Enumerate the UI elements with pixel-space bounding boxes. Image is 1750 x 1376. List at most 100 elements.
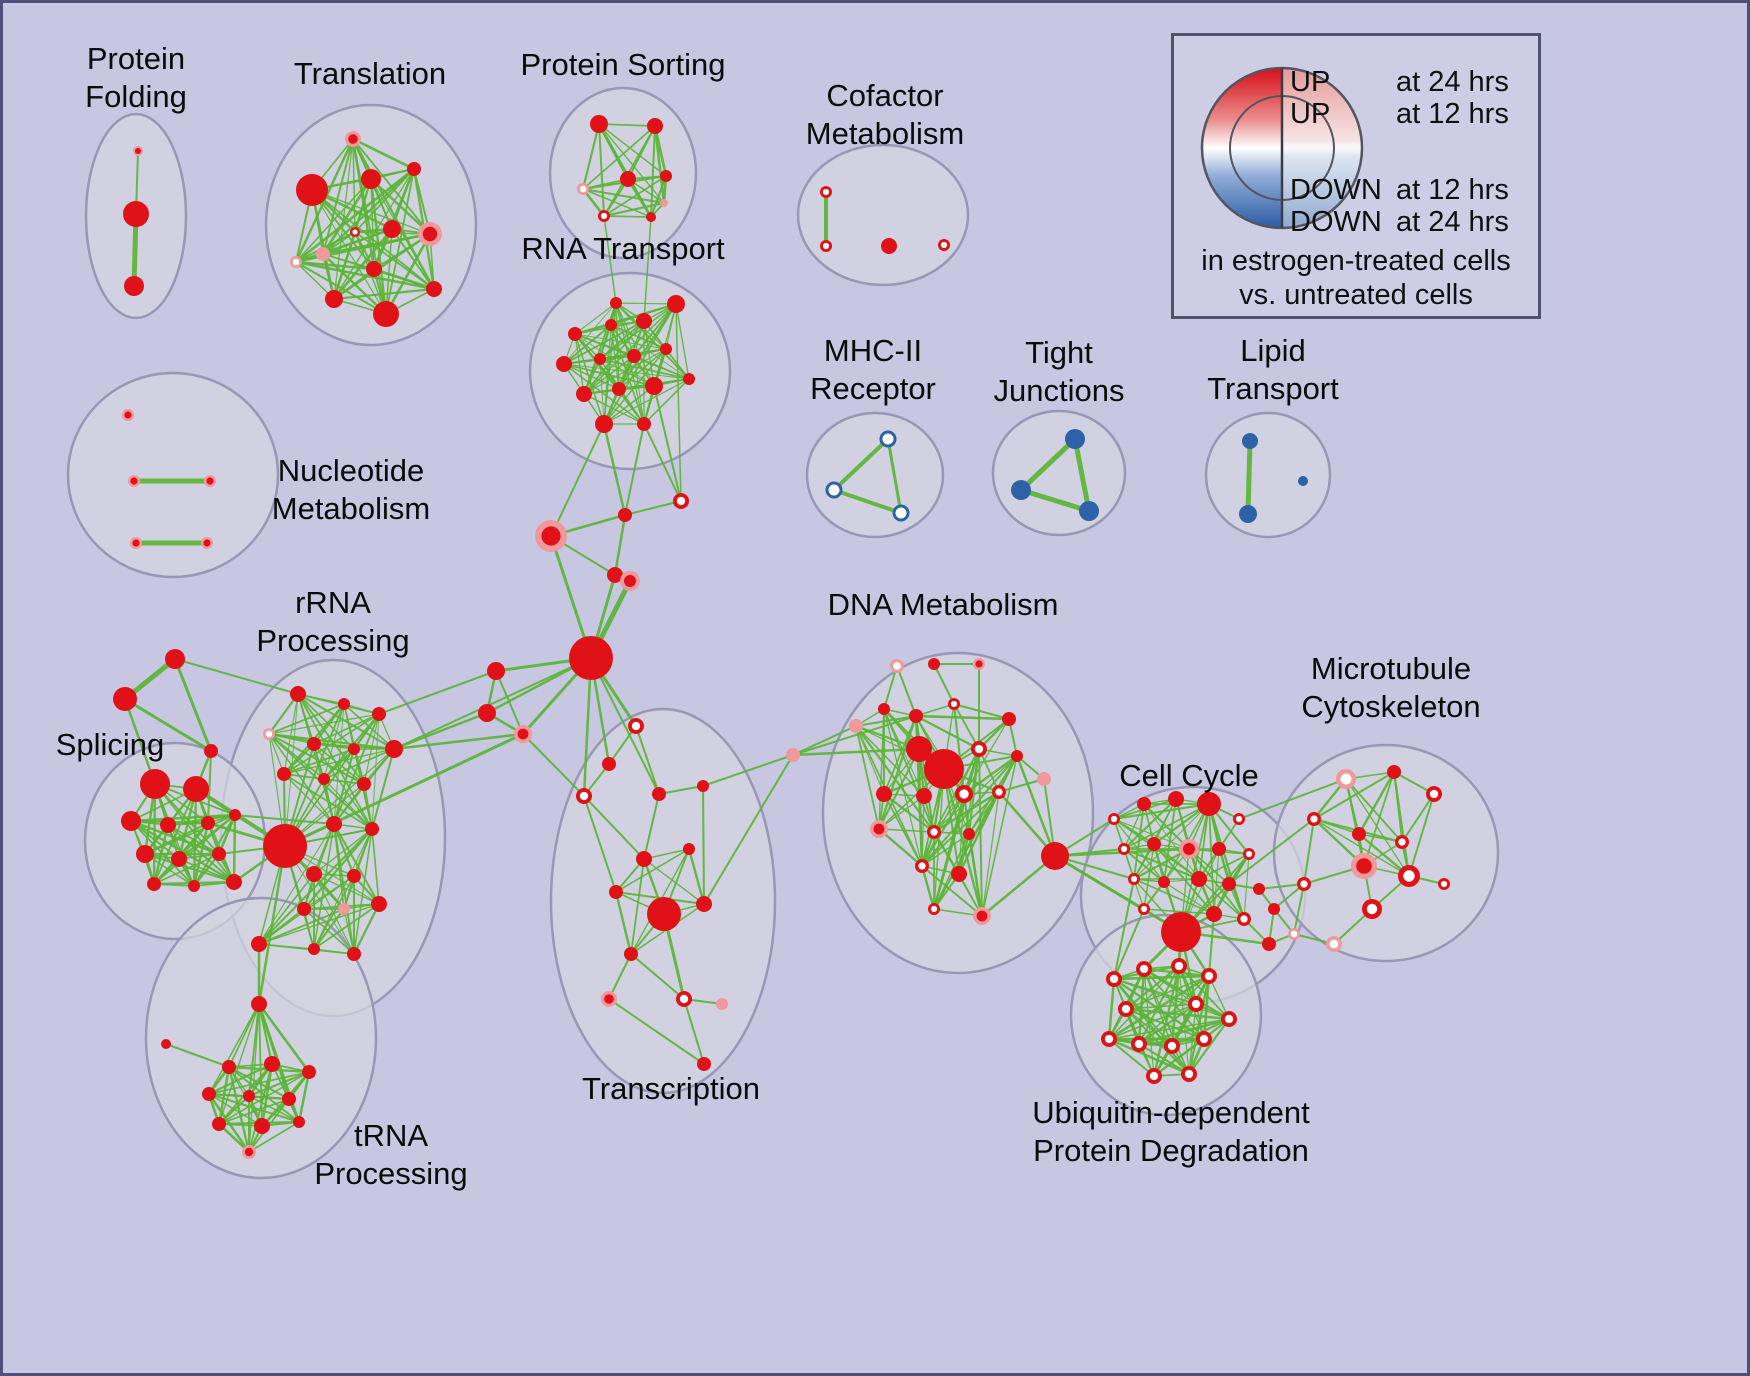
node-pw [263,728,275,740]
node-rh [133,146,143,156]
node-rw [1128,873,1140,885]
node-b [1298,476,1308,486]
edge [635,725,660,795]
edge [295,178,372,263]
node-rw [1243,848,1255,860]
node-r [924,749,964,789]
node-r [1158,876,1170,888]
edge [1113,908,1145,980]
edge [581,122,601,191]
cluster-label-lipid-transport: Transport [1207,371,1339,406]
edge [643,423,682,502]
node-b [1079,501,1099,521]
node-rw [1171,958,1187,974]
node-r [478,704,496,722]
edge [702,754,794,787]
cluster-label-mhc-ii-receptor: Receptor [810,371,936,406]
edge [643,793,660,860]
edge [610,324,645,425]
node-rh [1351,853,1377,879]
node-r [660,170,672,182]
node-r [308,943,320,955]
node-r [876,786,892,802]
node-r [683,373,695,385]
edge [563,303,677,365]
node-r [383,220,401,238]
node-r [637,417,651,431]
edge [129,813,237,823]
edge [295,228,393,263]
node-rw [1106,971,1122,987]
node-r [667,295,685,313]
edge [123,697,213,753]
node-r [264,1056,280,1072]
cluster-label-tight-junctions: Junctions [994,373,1125,408]
node-r [1387,765,1401,779]
edge [998,778,1045,793]
edge [574,302,617,335]
edge [313,828,373,950]
edge [129,819,221,856]
edge [643,858,705,905]
cluster-ellipse-lipid-transport [1204,411,1332,539]
node-r [1161,912,1201,952]
node-r [113,687,137,711]
edge [932,792,966,911]
edge [302,827,374,911]
legend-time-label: at 24 hrs [1396,206,1509,238]
node-rh [242,1145,256,1159]
node-rw [1196,1031,1212,1047]
node-r [263,824,307,868]
node-r [1147,837,1161,851]
edge [963,718,1010,795]
edge [855,715,917,727]
node-r [487,662,505,680]
edge [1408,793,1435,877]
node-r [347,947,361,961]
edge [332,232,432,301]
edge [1187,974,1211,1076]
edge [303,908,355,955]
legend-direction-label: UP [1290,98,1331,130]
node-p [660,199,668,207]
edge [312,907,346,951]
legend-row-up-24: UP at 24 hrs [1290,66,1509,99]
edge [333,783,365,825]
legend-caption-line: vs. untreated cells [1239,279,1473,311]
edge [1178,965,1230,1020]
node-b [1065,429,1085,449]
node-r [372,707,386,721]
legend-caption-line: in estrogen-treated cells [1201,245,1511,277]
edge [283,693,299,775]
edge [313,713,380,745]
node-rw [676,991,692,1007]
legend-row-up-12: UP at 12 hrs [1290,98,1509,131]
edge [1163,881,1215,915]
node-r [647,118,663,134]
node-p [1037,772,1051,786]
edge [921,865,983,917]
edge [1108,1038,1155,1077]
edge [311,189,431,235]
edge [687,847,706,906]
edge [933,663,955,705]
edge [583,393,645,425]
edge [1122,847,1166,884]
node-r [1262,937,1276,951]
legend-row-down-24: DOWN at 24 hrs [1290,206,1509,239]
node-r [407,162,421,176]
node-rw [1118,1001,1134,1017]
edge [257,844,287,1006]
edge [1125,1008,1205,1040]
edge [1198,853,1250,880]
node-r [620,171,636,187]
edge [1238,778,1347,820]
node-r [293,1116,305,1128]
edge [1137,1017,1231,1046]
node-r [385,740,403,758]
edge [1345,778,1403,843]
edge [258,908,345,945]
edge [574,333,585,395]
edge [1392,770,1411,878]
edge [1187,1017,1231,1076]
